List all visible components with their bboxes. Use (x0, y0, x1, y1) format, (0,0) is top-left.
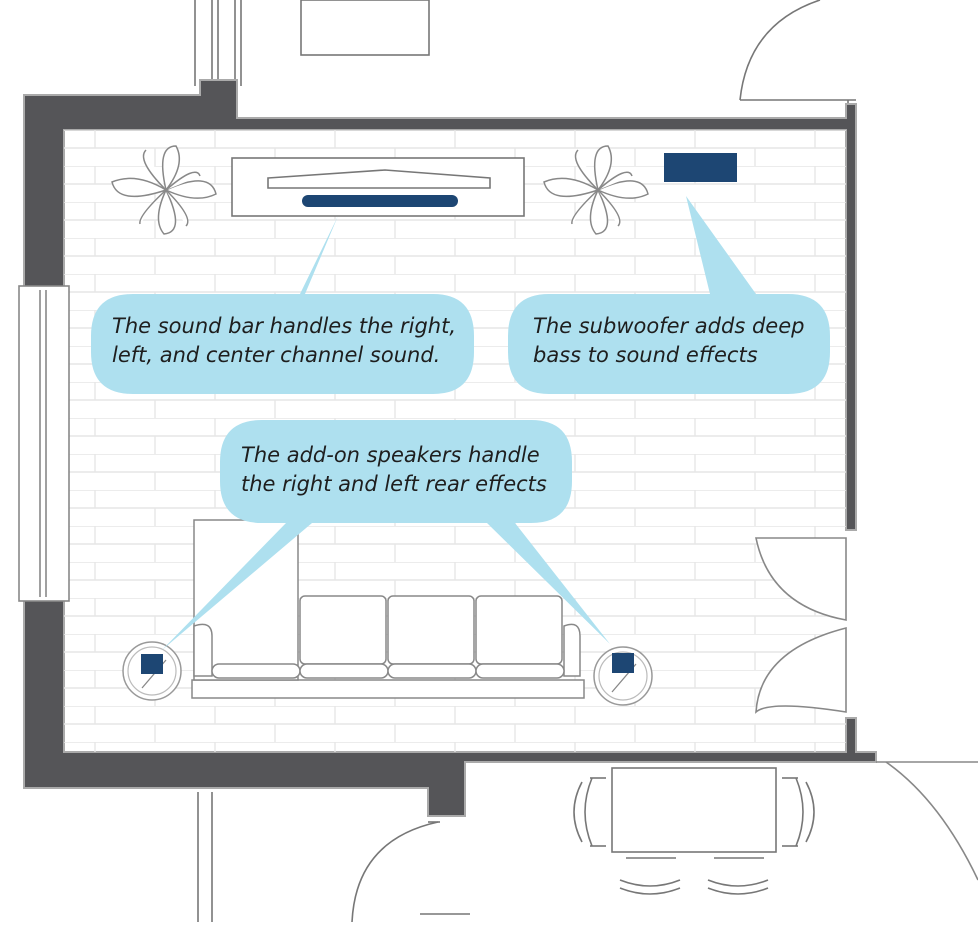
callout-soundbar-text: The sound bar handles the right, left, a… (112, 312, 456, 370)
callout-soundbar-line2: left, and center channel sound. (112, 343, 441, 367)
callout-subwoofer-bubble (508, 196, 830, 394)
sofa (191, 519, 585, 699)
tv-console (231, 157, 525, 217)
callout-subwoofer-line1: The subwoofer adds deep (533, 314, 805, 338)
sound-bar (302, 195, 458, 207)
right-doors (755, 537, 978, 881)
rear-speaker-left (122, 641, 182, 701)
upper-context (194, 0, 856, 108)
callout-rear-line2: the right and left rear effects (241, 472, 547, 496)
callout-subwoofer-line2: bass to sound effects (533, 343, 758, 367)
rear-speaker-right (593, 646, 653, 706)
plant-icon (111, 145, 217, 235)
callout-soundbar-bubble (91, 216, 474, 394)
lower-context (197, 767, 815, 923)
callout-rear-line1: The add-on speakers handle (241, 443, 540, 467)
callout-soundbar-line1: The sound bar handles the right, (112, 314, 456, 338)
callout-rear-text: The add-on speakers handle the right and… (241, 441, 547, 499)
tv (267, 169, 491, 189)
plant-icon (543, 145, 649, 235)
subwoofer (664, 153, 737, 182)
callout-bubbles (91, 196, 830, 650)
callout-rear-bubble (162, 420, 610, 650)
callout-subwoofer-text: The subwoofer adds deep bass to sound ef… (533, 312, 804, 370)
window (18, 285, 70, 602)
